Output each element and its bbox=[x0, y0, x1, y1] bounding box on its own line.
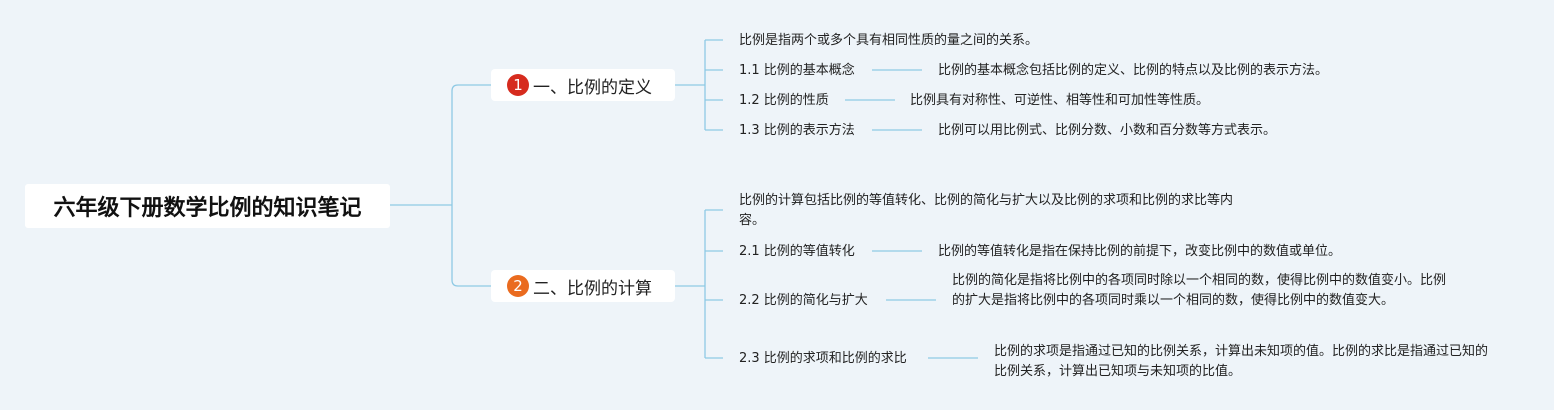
topic-node[interactable]: 2.2 比例的简化与扩大 bbox=[739, 293, 868, 308]
number-badge-icon: 1 bbox=[507, 74, 529, 96]
topic-node[interactable]: 1.1 比例的基本概念 bbox=[739, 63, 855, 78]
topic-detail: 比例的简化是指将比例中的各项同时除以一个相同的数，使得比例中的数值变小。比例的扩… bbox=[952, 273, 1447, 308]
branch-label: 一、比例的定义 bbox=[533, 77, 652, 98]
branch-summary: 比例是指两个或多个具有相同性质的量之间的关系。 bbox=[739, 33, 1039, 48]
topic-detail: 比例的求项是指通过已知的比例关系，计算出未知项的值。比例的求比是指通过已知的比例… bbox=[994, 344, 1489, 379]
topic-node[interactable]: 2.3 比例的求项和比例的求比 bbox=[739, 351, 907, 366]
topic-detail: 比例的基本概念包括比例的定义、比例的特点以及比例的表示方法。 bbox=[938, 63, 1329, 78]
connector-root-b2 bbox=[451, 205, 491, 287]
root-node[interactable]: 六年级下册数学比例的知识笔记 bbox=[25, 184, 390, 228]
topic-detail: 比例可以用比例式、比例分数、小数和百分数等方式表示。 bbox=[938, 123, 1277, 138]
topic-node[interactable]: 1.3 比例的表示方法 bbox=[739, 123, 855, 138]
branch-node-definition[interactable]: 1 一、比例的定义 bbox=[491, 69, 675, 101]
branch-label: 二、比例的计算 bbox=[533, 278, 652, 299]
topic-detail: 比例的等值转化是指在保持比例的前提下，改变比例中的数值或单位。 bbox=[938, 244, 1342, 259]
root-title: 六年级下册数学比例的知识笔记 bbox=[53, 196, 362, 221]
topic-node[interactable]: 1.2 比例的性质 bbox=[739, 93, 829, 108]
branch-node-calculation[interactable]: 2 二、比例的计算 bbox=[491, 270, 675, 302]
branch-summary: 比例的计算包括比例的等值转化、比例的简化与扩大以及比例的求项和比例的求比等内容。 bbox=[739, 193, 1234, 228]
topic-node[interactable]: 2.1 比例的等值转化 bbox=[739, 244, 855, 259]
connector-root-b1 bbox=[451, 84, 491, 205]
topic-detail: 比例具有对称性、可逆性、相等性和可加性等性质。 bbox=[910, 93, 1210, 108]
number-badge-icon: 2 bbox=[507, 275, 529, 297]
